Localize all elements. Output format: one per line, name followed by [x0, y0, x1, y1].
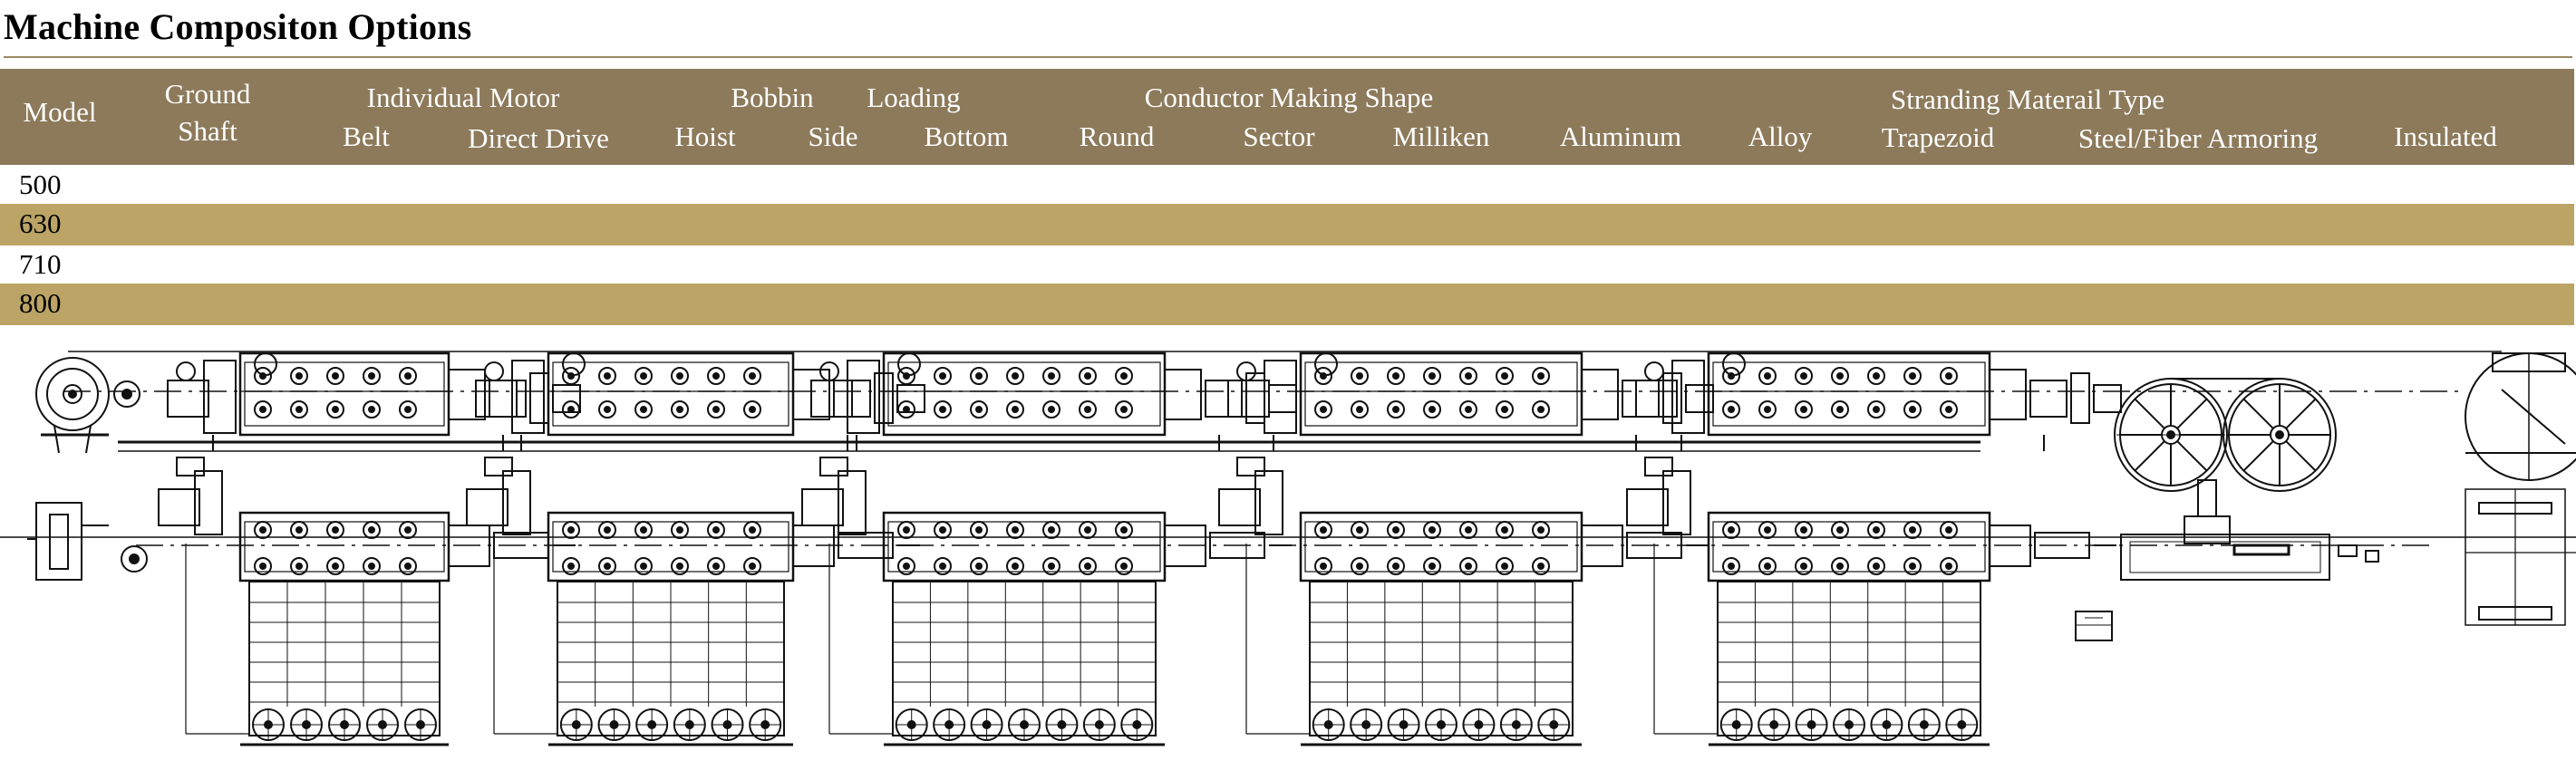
- header-shaft: Shaft: [178, 115, 237, 147]
- title-rule: [4, 56, 2572, 58]
- header-belt: Belt: [343, 120, 390, 152]
- header-sector: Sector: [1243, 120, 1315, 152]
- header-model: Model: [23, 96, 97, 128]
- header-conductor-making-shape: Conductor Making Shape: [1144, 82, 1434, 113]
- row-model: 500: [19, 168, 62, 200]
- options-table-header: Model Ground Shaft Individual Motor Belt…: [0, 69, 2574, 165]
- header-trapezoid: Trapezoid: [1881, 121, 1995, 153]
- header-alloy: Alloy: [1748, 120, 1813, 152]
- header-individual-motor: Individual Motor: [366, 82, 560, 113]
- row-model: 710: [19, 248, 62, 280]
- header-aluminum: Aluminum: [1559, 120, 1682, 152]
- header-bottom: Bottom: [924, 120, 1009, 152]
- header-ground: Ground: [164, 78, 251, 110]
- row-model: 800: [19, 287, 62, 319]
- stranding-line-drawing: [0, 351, 2576, 746]
- header-hoist: Hoist: [674, 120, 736, 152]
- header-steel-fiber-armoring: Steel/Fiber Armoring: [2077, 122, 2319, 154]
- table-row: 710: [0, 245, 2574, 286]
- header-round: Round: [1079, 120, 1155, 152]
- header-side: Side: [808, 120, 858, 152]
- header-insulated: Insulated: [2394, 120, 2497, 152]
- header-loading: Loading: [867, 82, 961, 113]
- header-bobbin: Bobbin: [731, 82, 814, 113]
- header-milliken: Milliken: [1392, 120, 1490, 152]
- table-row: 630: [0, 204, 2574, 245]
- table-row: 500: [0, 165, 2574, 207]
- page-title: Machine Compositon Options: [4, 6, 472, 47]
- header-direct-drive: Direct Drive: [468, 122, 609, 154]
- row-model: 630: [19, 207, 62, 239]
- header-stranding-material-type: Stranding Materail Type: [1890, 83, 2165, 115]
- table-row: 800: [0, 284, 2574, 325]
